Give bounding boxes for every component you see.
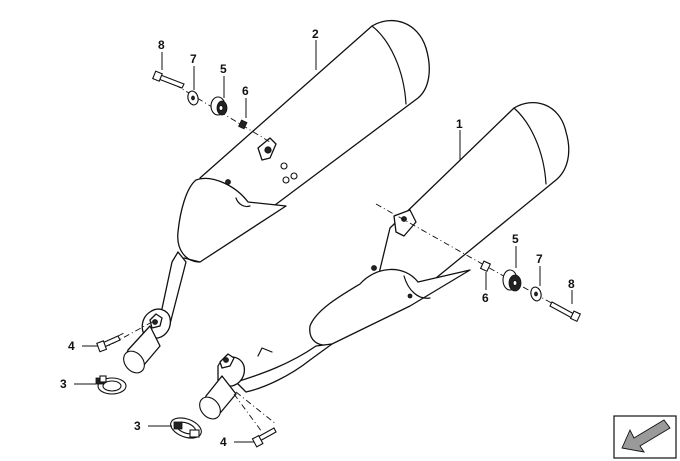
label-sleeve-right: 6 [482,291,489,305]
arrow-icon [613,415,677,459]
sleeve-part [479,260,492,273]
leader-lines [74,40,573,443]
label-bolt-right: 8 [568,277,575,291]
label-clamp-lower: 3 [134,419,141,433]
label-clamp-upper: 3 [60,377,67,391]
label-bolt-upper: 8 [158,38,165,52]
label-washer-right: 7 [536,252,543,266]
label-stud-upper: 4 [68,339,75,353]
label-sleeve-upper: 6 [242,84,249,98]
rubber-mount-part [210,96,228,116]
sleeve-part [238,119,248,130]
part-labels: 2 1 8 7 5 6 5 7 8 6 4 3 3 4 [60,27,575,449]
stud-lower [251,427,277,448]
hex-bolt-part [152,70,185,89]
hex-bolt-part [549,301,582,323]
label-rubber-upper: 5 [220,62,227,76]
label-stud-lower: 4 [220,435,227,449]
muffler-1 [199,102,570,420]
hardware-set-right [479,260,582,323]
stud-upper [96,335,121,353]
label-washer-upper: 7 [190,52,197,66]
rubber-mount-part [502,269,522,292]
muffler-2 [123,19,430,374]
label-muffler-left: 2 [312,27,319,41]
clamp-lower [170,417,202,439]
label-rubber-right: 5 [512,232,519,246]
label-muffler-right: 1 [456,117,463,131]
hardware-set-upper [152,70,248,130]
clamp-upper [95,375,127,395]
